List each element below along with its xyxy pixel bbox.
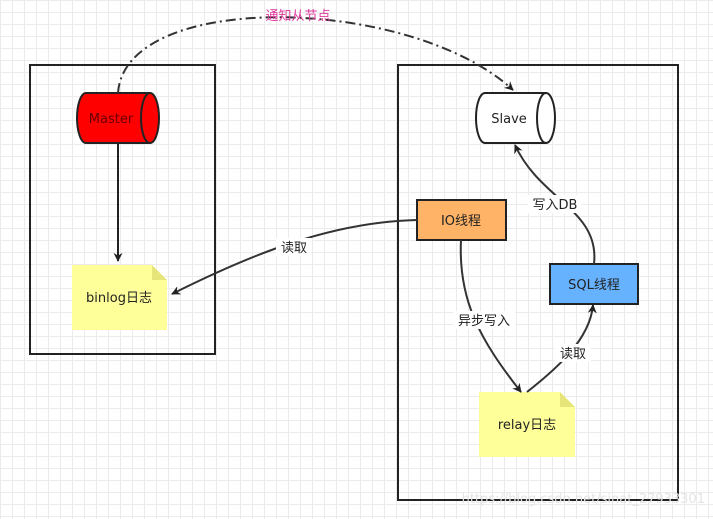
binlog-label: binlog日志 [86, 291, 152, 306]
write-db-label: 写入DB [533, 198, 578, 213]
notify-label: 通知从节点 [265, 8, 330, 24]
master-label: Master [89, 112, 134, 127]
relay-note: relay日志 [479, 392, 575, 457]
read-right-label: 读取 [560, 347, 586, 362]
slave-server-box [397, 64, 679, 501]
watermark-text: https://blog.csdn.net/sinat_27933301 [462, 492, 705, 507]
slave-db-node: Slave [475, 92, 556, 144]
notify-edge [117, 16, 514, 94]
read-left-label: 读取 [281, 241, 307, 256]
sql-thread-node: SQL线程 [549, 263, 639, 305]
binlog-note: binlog日志 [72, 265, 167, 330]
io-thread-label: IO线程 [441, 214, 481, 229]
master-db-node: Master [76, 92, 160, 144]
io-thread-node: IO线程 [416, 199, 507, 241]
sql-thread-label: SQL线程 [568, 278, 620, 293]
master-server-box [29, 64, 216, 355]
io-read-binlog-edge [171, 219, 418, 295]
slave-label: Slave [491, 112, 527, 127]
relay-label: relay日志 [498, 418, 556, 433]
async-write-label: 异步写入 [458, 314, 510, 329]
